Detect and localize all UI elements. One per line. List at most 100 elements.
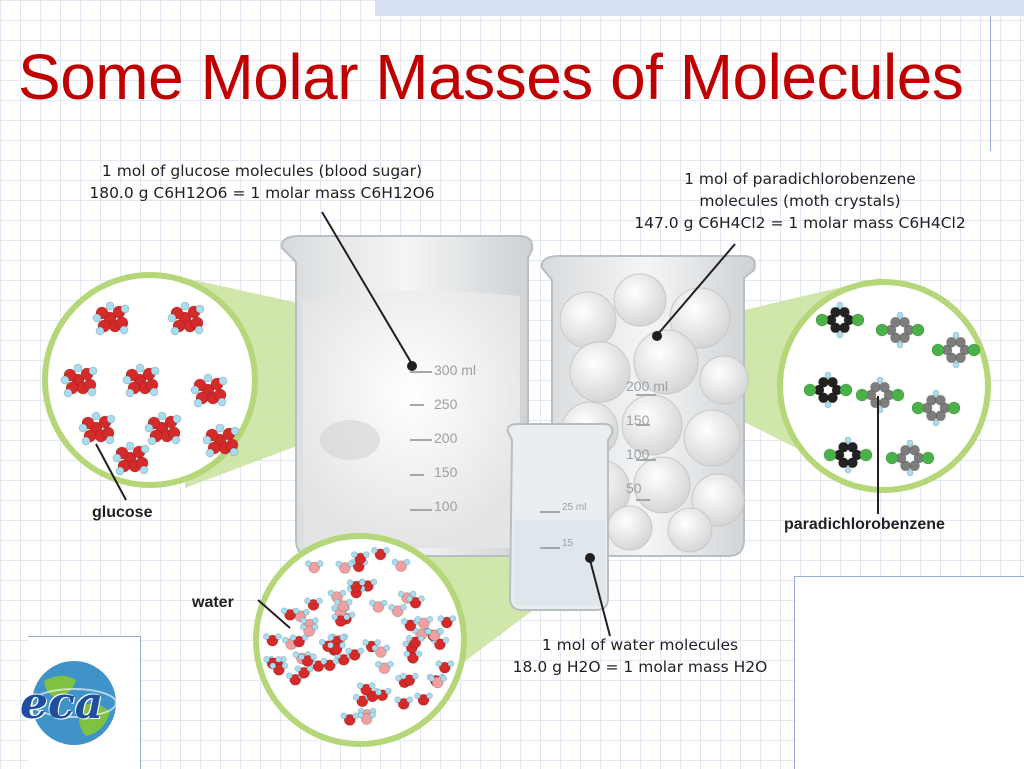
chlorine-atom	[803, 383, 817, 397]
carbon-atom	[830, 306, 841, 318]
hydrogen-atom	[397, 590, 405, 598]
oxygen-atom	[433, 638, 446, 651]
hydrogen-atom	[263, 655, 270, 663]
hydrogen-atom	[368, 682, 376, 690]
oxygen-atom	[289, 673, 302, 686]
hydrogen-atom	[275, 633, 282, 641]
hydrogen-atom	[371, 547, 378, 554]
oxygen-atom	[348, 648, 361, 661]
hydrogen-atom	[362, 639, 370, 646]
water-caption-line1: 1 mol of water molecules	[541, 636, 739, 654]
oxygen-atom	[266, 634, 279, 647]
carbon-atom	[838, 441, 849, 453]
hydrogen-atom	[195, 304, 205, 314]
hydrogen-atom	[193, 398, 203, 408]
carbon-atom	[899, 332, 910, 344]
hydrogen-atom	[333, 598, 341, 606]
hydrogen-atom	[87, 387, 97, 397]
carbon-atom	[899, 316, 910, 328]
volume-mark: 200 ml	[626, 378, 669, 394]
hydrogen-atom	[440, 675, 448, 682]
chlorine-atom	[885, 451, 899, 465]
hydrogen-atom	[906, 469, 914, 477]
carbon-atom	[890, 332, 901, 344]
hydrogen-atom	[356, 682, 364, 690]
hydrogen-atom	[105, 301, 115, 311]
water-caption-line2: 18.0 g H2O = 1 molar mass H2O	[512, 658, 768, 676]
hydrogen-atom	[122, 375, 132, 385]
hydrogen-atom	[343, 613, 351, 621]
oxygen-atom	[440, 616, 453, 629]
hydrogen-atom	[426, 692, 433, 700]
carbon-atom	[909, 460, 920, 472]
hydrogen-atom	[362, 551, 370, 559]
hydrogen-atom	[81, 436, 91, 446]
hydrogen-atom	[167, 313, 177, 323]
hydrogen-atom	[952, 331, 960, 339]
volume-mark: 150	[626, 412, 650, 428]
volume-mark: 300 ml	[434, 362, 477, 378]
hydrogen-atom	[318, 638, 326, 646]
oxygen-atom	[438, 661, 451, 674]
hydrogen-atom	[371, 644, 379, 652]
oxygen-atom	[404, 619, 417, 632]
hydrogen-atom	[426, 615, 434, 623]
hydrogen-atom	[411, 672, 419, 680]
hydrogen-atom	[171, 435, 181, 445]
hydrogen-atom	[348, 611, 356, 619]
carbon-atom	[839, 322, 850, 334]
volume-mark: 100	[434, 498, 458, 514]
carbon-atom	[946, 352, 957, 364]
hydrogen-atom	[380, 599, 388, 607]
hydrogen-atom	[144, 423, 154, 433]
pdcb-caption-line3: 147.0 g C6H4Cl2 = 1 molar mass C6H4Cl2	[634, 214, 966, 232]
hydrogen-atom	[824, 371, 832, 379]
eca-logo: eca	[14, 656, 134, 751]
oxygen-atom	[403, 674, 416, 687]
chlorine-atom	[911, 401, 925, 415]
hydrogen-atom	[331, 604, 338, 612]
hydrogen-atom	[292, 651, 300, 658]
glucose-caption-line1: 1 mol of glucose molecules (blood sugar)	[101, 162, 423, 180]
oxygen-atom	[417, 693, 430, 706]
hydrogen-atom	[202, 435, 212, 445]
hydrogen-atom	[170, 326, 180, 336]
hydrogen-atom	[281, 636, 289, 644]
oxygen-atom	[312, 660, 325, 672]
hydrogen-atom	[374, 639, 382, 646]
hydrogen-atom	[300, 617, 307, 624]
carbon-atom	[935, 410, 946, 422]
oxygen-atom	[354, 552, 367, 565]
hydrogen-atom	[331, 613, 339, 621]
hydrogen-atom	[836, 331, 844, 339]
hydrogen-atom	[306, 665, 314, 673]
oxygen-atom	[338, 562, 351, 574]
corner-decoration	[794, 576, 1024, 769]
hydrogen-atom	[135, 363, 145, 373]
carbon-atom	[827, 376, 838, 388]
hydrogen-atom	[403, 558, 411, 566]
hydrogen-atom	[105, 435, 115, 445]
hydrogen-atom	[405, 635, 413, 642]
chlorine-atom	[855, 388, 869, 402]
pdcb-label: paradichlorobenzene	[784, 516, 945, 533]
chlorine-atom	[875, 323, 889, 337]
hydrogen-atom	[906, 439, 914, 447]
oxygen-atom	[428, 629, 441, 642]
oxygen-atom	[407, 651, 419, 664]
hydrogen-atom	[218, 376, 228, 386]
hydrogen-atom	[281, 662, 289, 670]
chlorine-atom	[815, 313, 829, 327]
oxygen-atom	[337, 600, 350, 613]
hydrogen-atom	[414, 615, 422, 623]
chlorine-atom	[839, 383, 853, 397]
oxygen-atom	[360, 713, 373, 725]
hydrogen-atom	[60, 375, 70, 385]
hydrogen-atom	[400, 618, 408, 625]
chlorine-atom	[921, 451, 935, 465]
hydrogen-atom	[370, 578, 378, 586]
oxygen-atom	[308, 561, 321, 574]
hydrogen-atom	[442, 636, 450, 644]
carbon-atom	[926, 410, 937, 422]
hydrogen-atom	[844, 436, 852, 444]
